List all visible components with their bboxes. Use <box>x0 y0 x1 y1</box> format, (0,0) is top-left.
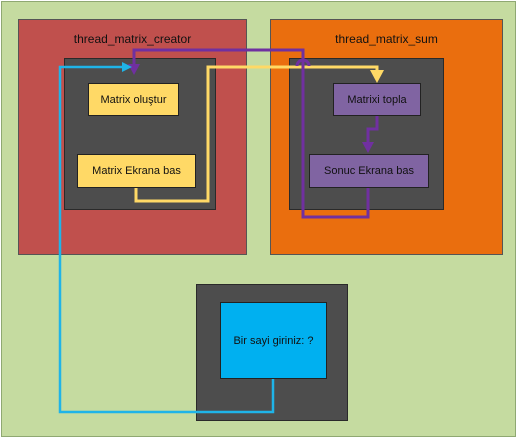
yellow-connector-line <box>134 65 379 203</box>
purple-arrowhead-1 <box>362 142 374 153</box>
cyan-connector-line <box>58 65 275 414</box>
cyan-arrowhead <box>122 62 132 72</box>
purple-connector-line-1 <box>366 116 379 144</box>
bir-sayi-giriniz-box: Bir sayi giriniz: ? <box>220 302 327 379</box>
purple-crossing-hop <box>295 58 311 67</box>
matrix-ekrana-bas-box: Matrix Ekrana bas <box>77 154 196 188</box>
matrix-olustur-box: Matrix oluştur <box>88 83 179 116</box>
sonuc-ekrana-bas-box: Sonuc Ekrana bas <box>309 154 429 188</box>
thread-matrix-creator-title: thread_matrix_creator <box>73 32 192 46</box>
purple-arrowhead-2 <box>128 64 140 75</box>
yellow-arrowhead <box>370 70 384 83</box>
purple-connector-line-2 <box>132 48 370 219</box>
matrixi-topla-box: Matrixi topla <box>333 83 421 116</box>
thread-matrix-sum-title: thread_matrix_sum <box>335 32 438 46</box>
